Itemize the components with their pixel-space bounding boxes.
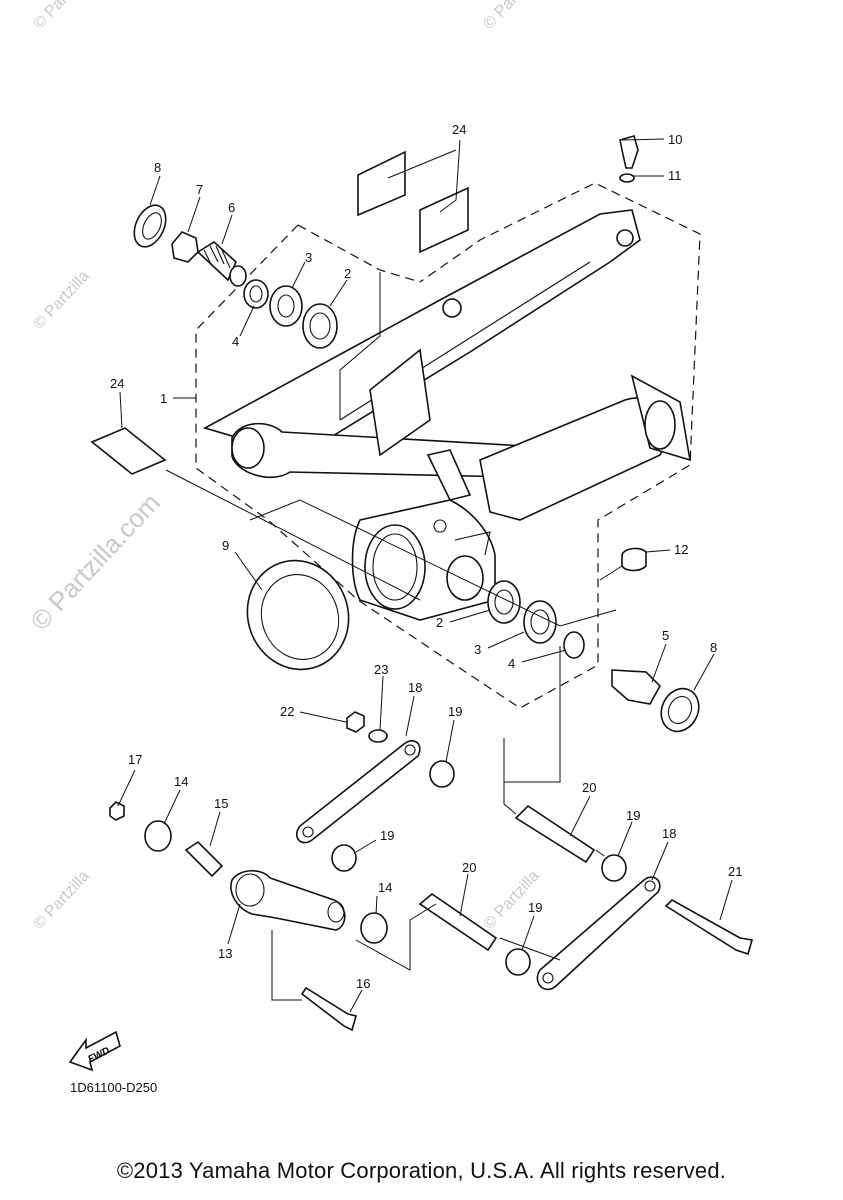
callout-4: 4 [508, 656, 515, 671]
callout-8: 8 [154, 160, 161, 175]
part-19-spacer-b [331, 844, 357, 872]
callout-5: 5 [662, 628, 669, 643]
callout-24: 24 [452, 122, 466, 137]
callout-19: 19 [528, 900, 542, 915]
part-15-collar [184, 840, 224, 878]
part-22-nut [346, 711, 365, 733]
callout-14: 14 [174, 774, 188, 789]
part-23-washer [368, 729, 388, 743]
callout-20: 20 [582, 780, 596, 795]
part-24-label-top-left [357, 150, 406, 217]
callout-13: 13 [218, 946, 232, 961]
part-2-bearing-right [487, 580, 521, 624]
watermark-large: © Partzilla.com [24, 487, 165, 636]
part-24-label-top-right [419, 186, 469, 254]
callout-14: 14 [378, 880, 392, 895]
part-19-spacer-d [505, 948, 531, 976]
callout-3: 3 [305, 250, 312, 265]
part-5-pivot-bolt [611, 669, 661, 705]
callout-19: 19 [626, 808, 640, 823]
callout-21: 21 [728, 864, 742, 879]
part-18-link-upper [296, 740, 421, 844]
watermark-small: © Partzilla [30, 868, 92, 933]
callout-2: 2 [344, 266, 351, 281]
callout-16: 16 [356, 976, 370, 991]
part-20-collar-lower [418, 892, 498, 952]
part-9-ring [246, 559, 350, 671]
callout-23: 23 [374, 662, 388, 677]
part-14-bushing-upper [144, 820, 172, 852]
swingarm-assembly-boundary [195, 182, 701, 709]
callout-15: 15 [214, 796, 228, 811]
watermark-small: © Partzilla [480, 0, 542, 33]
part-19-spacer-a [429, 760, 455, 788]
callout-6: 6 [228, 200, 235, 215]
pivot-parts-right [487, 580, 700, 733]
part-2-bearing [302, 303, 338, 349]
part-20-collar-upper [514, 804, 596, 864]
callout-3: 3 [474, 642, 481, 657]
part-4-collar-right [563, 631, 585, 659]
part-12-cap [621, 547, 647, 572]
part-3-seal [269, 285, 303, 327]
swingarm [202, 209, 692, 621]
part-8-cap-right [660, 687, 700, 733]
callout-12: 12 [674, 542, 688, 557]
part-3-seal-right [523, 600, 557, 644]
callout-8: 8 [710, 640, 717, 655]
callout-19: 19 [448, 704, 462, 719]
part-18-link-lower [536, 876, 661, 991]
part-24-label-left [90, 427, 167, 475]
callout-9: 9 [222, 538, 229, 553]
watermark-small: © Partzilla [30, 268, 92, 333]
part-8-cap-left [133, 204, 167, 248]
watermark-small: © Partzilla [30, 0, 92, 33]
assembly-boundary-inner [297, 224, 421, 283]
linkage-parts [109, 711, 754, 1032]
label-plates [90, 150, 469, 475]
part-6-pivot-shaft [196, 241, 247, 287]
pivot-parts-left [133, 204, 338, 349]
callout-24: 24 [110, 376, 124, 391]
callout-labels: 8 7 6 3 2 4 1 24 24 10 11 12 9 2 3 4 5 8… [110, 122, 742, 991]
callout-19: 19 [380, 828, 394, 843]
top-bolt [619, 135, 639, 183]
callout-20: 20 [462, 860, 476, 875]
callout-18: 18 [408, 680, 422, 695]
diagram-code: 1D61100-D250 [70, 1080, 157, 1095]
callout-7: 7 [196, 182, 203, 197]
part-16-bolt [300, 986, 357, 1032]
copyright-notice: ©2013 Yamaha Motor Corporation, U.S.A. A… [116, 1158, 727, 1183]
callout-4: 4 [232, 334, 239, 349]
part-14-bushing-lower [360, 912, 388, 944]
callout-17: 17 [128, 752, 142, 767]
callout-22: 22 [280, 704, 294, 719]
callout-10: 10 [668, 132, 682, 147]
callout-11: 11 [668, 168, 682, 183]
part-7-nut [171, 231, 199, 263]
fwd-arrow: FWD [68, 1030, 121, 1072]
callout-18: 18 [662, 826, 676, 841]
part-13-relay-arm [230, 869, 346, 931]
part-4-collar [243, 279, 269, 309]
part-17-nut [109, 801, 125, 821]
part-19-spacer-c [601, 854, 627, 882]
leader-lines [117, 138, 733, 1013]
callout-2: 2 [436, 615, 443, 630]
callout-1: 1 [160, 391, 167, 406]
part-21-bolt [664, 899, 754, 956]
